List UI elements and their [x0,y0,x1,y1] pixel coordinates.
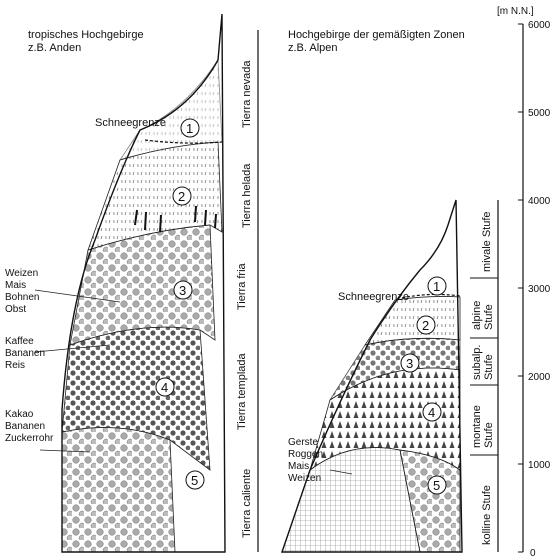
left-mountain [61,13,226,553]
left-belt-marker-1: 1 [180,118,200,138]
left-crop-1-1: Mais [5,280,26,291]
right-title-line2: z.B. Alpen [288,42,338,54]
left-zone-4: Tierra templada [236,352,248,430]
right-belt-marker-4: 4 [422,402,442,422]
right-belt-number-2: 2 [422,318,429,333]
altitude-tick-5000: 5000 [528,108,551,119]
left-dead-trees [134,205,217,233]
right-title-line1: Hochgebirge der gemäßigten Zonen [288,29,465,41]
altitude-tick-2000: 2000 [528,372,551,383]
left-belt-marker-4: 4 [155,377,175,397]
left-zone-3: Tierra fria [236,262,248,310]
right-zone-2b: Stufe [483,304,495,330]
altitude-tick-3000: 3000 [528,284,551,295]
right-crop-3: Weizen [288,473,321,484]
left-snowline [144,139,223,144]
left-crop-2-0: Kaffee [5,336,34,347]
left-crops-1: Weizen Mais Bohnen Obst [5,268,39,315]
left-zone-5: Tierra caliente [241,469,253,538]
altitude-tick-6000: 6000 [528,20,551,31]
altitude-axis: [m N.N.] 6000 5000 4000 3000 2000 1000 0 [497,6,551,559]
left-title-line1: tropisches Hochgebirge [28,29,144,41]
right-belt-number-4: 4 [428,405,435,420]
left-crops-2: Kaffee Bananen Reis [5,336,45,371]
right-zone-4b: Stufe [483,422,495,448]
right-belt-marker-5: 5 [427,475,447,495]
right-zone-3a: subalp. [471,345,483,380]
right-zone-5: kolline Stufe [481,485,493,545]
altitude-tick-4000: 4000 [528,196,551,207]
altitude-unit-label: [m N.N.] [497,6,534,17]
left-zone-labels: Tierra nevada Tierra helada Tierra fria … [236,60,253,538]
right-belt-marker-1: 1 [427,276,447,296]
left-crop-leaders [34,289,121,453]
right-zone-labels: mivale Stufe alpine Stufe subalp. Stufe … [471,211,495,545]
altitude-tick-0: 0 [530,548,536,559]
right-zone-ticks [470,277,498,456]
right-crop-1: Roggen [288,449,323,460]
left-crop-1-2: Bohnen [5,292,39,303]
right-belt-number-3: 3 [406,356,413,371]
right-mountain-outline [281,199,463,553]
left-belt-number-5: 5 [191,473,198,488]
left-belt-marker-2: 2 [172,186,192,206]
left-crop-3-2: Zuckerrohr [5,433,54,444]
right-crops: Gerste Roggen Mais Weizen [288,437,323,484]
left-crop-1-0: Weizen [5,268,38,279]
right-belt-2 [364,296,461,346]
right-crop-0: Gerste [288,437,318,448]
left-snowline-label: Schneegrenze [95,117,166,129]
right-belt-markers: 1 2 3 4 5 [400,276,447,495]
left-crops-3: Kakao Bananen Zuckerrohr [5,409,54,444]
left-belt-number-4: 4 [161,380,168,395]
left-crop-3-1: Bananen [5,421,45,432]
right-zone-4a: montane [471,405,483,448]
left-belt-marker-5: 5 [185,470,205,490]
left-zone-1: Tierra nevada [241,60,253,128]
left-belt-5 [61,427,176,553]
left-belt-marker-3: 3 [173,280,193,300]
left-zone-2: Tierra helada [241,163,253,228]
right-belt-marker-3: 3 [400,353,420,373]
left-mountain-outline [61,13,226,553]
left-crop-1-3: Obst [5,304,26,315]
right-belt-marker-2: 2 [416,315,436,335]
right-belt-number-5: 5 [433,478,440,493]
left-belt-number-3: 3 [179,283,186,298]
right-snowline-label: Schneegrenze [338,291,409,303]
left-crop-3-0: Kakao [5,409,34,420]
right-crop-leader [329,469,353,475]
left-belt-number-2: 2 [178,189,185,204]
left-belt-markers: 1 2 3 4 5 [155,118,205,490]
right-crop-2: Mais [288,461,309,472]
right-zone-1: mivale Stufe [481,211,493,272]
left-crop-2-1: Bananen [5,348,45,359]
altitude-tick-1000: 1000 [528,460,551,471]
right-zone-3b: Stufe [483,354,495,380]
left-title-line2: z.B. Anden [28,42,81,54]
left-belt-number-1: 1 [186,121,193,136]
right-zone-2a: alpine [471,301,483,330]
right-mountain [281,199,463,553]
left-crop-2-2: Reis [5,360,25,371]
right-belt-number-1: 1 [433,279,440,294]
